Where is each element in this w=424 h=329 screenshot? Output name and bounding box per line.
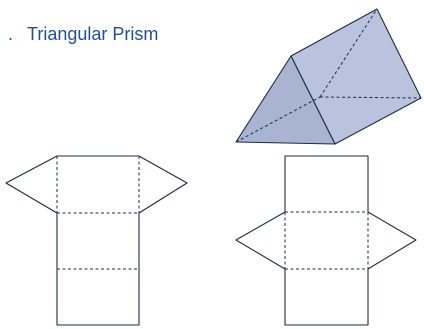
title-prefix: . [8, 24, 13, 44]
prism-hidden-edge [319, 96, 422, 99]
prism-3d [235, 8, 422, 145]
net-right-outline [235, 155, 417, 326]
prism-front-face [235, 55, 336, 145]
title-label: Triangular Prism [27, 24, 158, 44]
prism-hidden-edge [235, 96, 321, 143]
prism-net-left [5, 155, 188, 326]
prism-net-right [235, 155, 417, 326]
prism-hidden-edge [319, 8, 378, 98]
net-left-outline [5, 155, 188, 326]
